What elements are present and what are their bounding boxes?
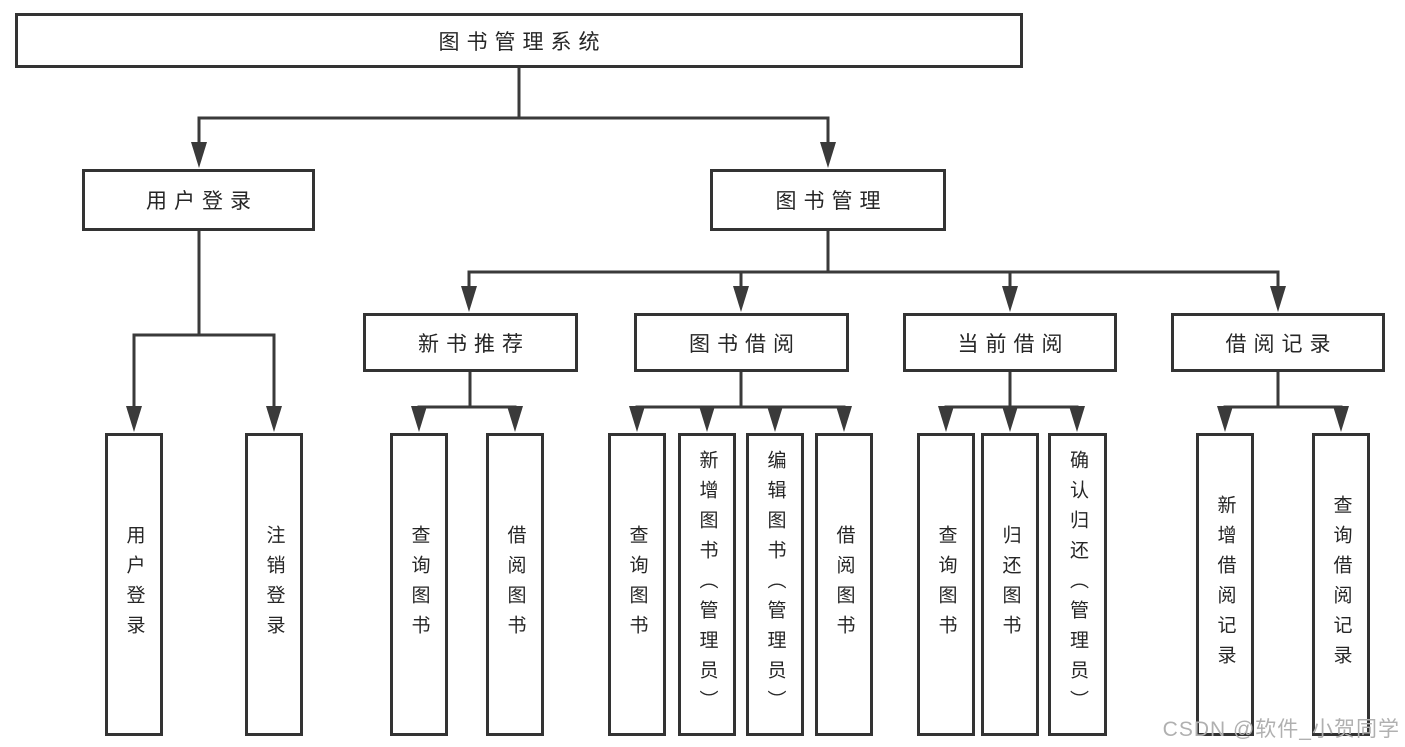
arrow-down-icon	[1333, 406, 1349, 432]
arrow-down-icon	[507, 406, 523, 432]
edge-root-to-level2	[197, 65, 830, 149]
arrow-down-icon	[1069, 406, 1085, 432]
node-leaf-borrow-borrow-book: 借阅图书	[815, 433, 873, 736]
node-current-borrow: 当前借阅	[903, 313, 1117, 372]
node-root-system: 图书管理系统	[15, 13, 1023, 68]
node-leaf-borrow-add-book: 新增图书（管理员）	[678, 433, 736, 736]
arrow-down-icon	[699, 406, 715, 432]
arrow-down-icon	[767, 406, 783, 432]
arrow-down-icon	[733, 286, 749, 312]
arrow-down-icon	[461, 286, 477, 312]
node-leaf-borrow-query-book: 查询图书	[608, 433, 666, 736]
node-book-borrow: 图书借阅	[634, 313, 849, 372]
watermark: CSDN @软件_小贺同学	[1162, 718, 1400, 741]
node-leaf-current-confirm-return: 确认归还（管理员）	[1048, 433, 1107, 736]
node-new-book-recommend: 新书推荐	[363, 313, 578, 372]
node-leaf-recommend-query-book: 查询图书	[390, 433, 448, 736]
node-leaf-recommend-borrow-book: 借阅图书	[486, 433, 544, 736]
node-user-login: 用户登录	[82, 169, 315, 231]
arrow-down-icon	[836, 406, 852, 432]
arrow-down-icon	[126, 406, 142, 432]
node-borrow-record: 借阅记录	[1171, 313, 1385, 372]
arrow-down-icon	[820, 142, 836, 168]
arrow-down-icon	[1002, 286, 1018, 312]
node-leaf-borrow-edit-book: 编辑图书（管理员）	[746, 433, 804, 736]
arrow-down-icon	[411, 406, 427, 432]
arrow-down-icon	[266, 406, 282, 432]
edge-bookmgmt-to-level3	[467, 229, 1280, 293]
arrow-down-icon	[191, 142, 207, 168]
node-leaf-record-query: 查询借阅记录	[1312, 433, 1370, 736]
node-leaf-current-return-book: 归还图书	[981, 433, 1039, 736]
arrow-down-icon	[1217, 406, 1233, 432]
node-leaf-current-query-book: 查询图书	[917, 433, 975, 736]
arrow-down-icon	[938, 406, 954, 432]
node-leaf-user-login: 用户登录	[105, 433, 163, 736]
arrowheads	[126, 142, 1349, 432]
arrow-down-icon	[1002, 406, 1018, 432]
edge-userlogin-to-leaves	[132, 229, 276, 413]
node-book-management: 图书管理	[710, 169, 946, 231]
node-leaf-logout: 注销登录	[245, 433, 303, 736]
arrow-down-icon	[629, 406, 645, 432]
edge-level3-to-leaves	[417, 370, 1343, 409]
arrow-down-icon	[1270, 286, 1286, 312]
node-leaf-record-add: 新增借阅记录	[1196, 433, 1254, 736]
